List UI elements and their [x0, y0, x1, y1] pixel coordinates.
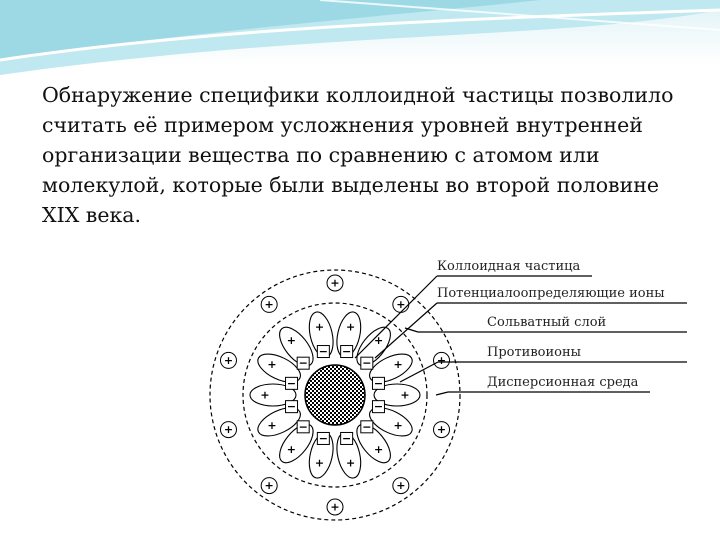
petal-plus-mark: +	[374, 443, 383, 456]
counter-ion-plus: +	[396, 298, 405, 311]
potential-ion-box	[296, 356, 310, 370]
potential-ion-minus: −	[362, 357, 371, 370]
counter-ion-plus: +	[330, 277, 339, 290]
colloid-particle-diagram: ++++++++++++++−−−−−−−−−−−−++++++++++Колл…	[209, 259, 687, 521]
petal-plus-mark: +	[346, 457, 355, 470]
petal-plus-mark: +	[393, 419, 402, 432]
potential-ion-minus: −	[287, 400, 296, 413]
potential-ion-minus: −	[319, 432, 328, 445]
counter-ion-circle	[433, 421, 451, 439]
potential-ion-box	[296, 420, 310, 434]
legend-label: Дисперсионная среда	[487, 375, 639, 390]
solvate-ellipse	[356, 326, 391, 367]
counter-ion-circle	[260, 477, 278, 495]
petal-plus-mark: +	[287, 443, 296, 456]
solvate-ring	[242, 302, 428, 488]
counter-ion-plus: +	[224, 354, 233, 367]
petal-plus-mark: +	[267, 358, 276, 371]
petal-plus-mark: +	[267, 419, 276, 432]
counter-ion-plus: +	[265, 298, 274, 311]
potential-ion-minus: −	[299, 357, 308, 370]
counter-ion-circle	[326, 274, 344, 292]
potential-ion-box	[360, 420, 374, 434]
legend-label: Потенциалоопределяющие ионы	[437, 286, 665, 301]
petal-plus-mark: +	[315, 320, 324, 333]
petal-plus-mark: +	[400, 389, 409, 402]
potential-ion-box	[316, 345, 330, 359]
counter-ion-circle	[219, 351, 237, 369]
counter-ion-circle	[433, 351, 451, 369]
solvate-ellipse	[257, 407, 301, 437]
potential-ion-minus: −	[342, 432, 351, 445]
petal-plus-mark: +	[393, 358, 402, 371]
potential-ion-box	[340, 431, 354, 445]
potential-ion-minus: −	[287, 377, 296, 390]
solvate-ellipse	[373, 383, 421, 407]
outer-dispersion-ring	[209, 269, 461, 521]
legend-leader-line	[354, 275, 438, 359]
potential-ion-box	[371, 376, 385, 390]
legend-label: Коллоидная частица	[437, 259, 580, 274]
petal-plus-mark: +	[346, 320, 355, 333]
potential-ion-box	[360, 356, 374, 370]
potential-ion-minus: −	[374, 400, 383, 413]
potential-ion-minus: −	[362, 420, 371, 433]
decorative-wave	[0, 0, 720, 75]
counter-ion-plus: +	[330, 501, 339, 514]
potential-ion-minus: −	[299, 420, 308, 433]
counter-ion-plus: +	[437, 354, 446, 367]
solvate-ellipse	[356, 423, 391, 464]
solvate-ellipse	[279, 326, 314, 367]
body-paragraph: Обнаружение специфики коллоидной частицы…	[42, 83, 674, 227]
solvate-ellipse	[369, 407, 413, 437]
petal-plus-mark: +	[260, 389, 269, 402]
solvate-ellipse	[279, 423, 314, 464]
potential-ion-box	[340, 345, 354, 359]
legend-leader-line	[435, 391, 449, 396]
potential-ion-box	[316, 431, 330, 445]
counter-ion-plus: +	[265, 479, 274, 492]
colloid-core	[304, 364, 366, 426]
potential-ion-box	[285, 376, 299, 390]
petal-plus-mark: +	[374, 334, 383, 347]
legend-label: Противоионы	[487, 345, 581, 360]
counter-ion-plus: +	[437, 423, 446, 436]
solvate-ellipse	[369, 353, 413, 383]
potential-ion-minus: −	[319, 345, 328, 358]
counter-ion-circle	[392, 477, 410, 495]
solvate-ellipse	[257, 353, 301, 383]
potential-ion-minus: −	[342, 345, 351, 358]
counter-ion-circle	[219, 421, 237, 439]
potential-ion-minus: −	[374, 377, 383, 390]
legend-label: Сольватный слой	[487, 315, 606, 330]
legend-leader-line	[374, 302, 438, 359]
potential-ion-box	[371, 400, 385, 414]
solvate-ellipse	[249, 383, 297, 407]
counter-ion-plus: +	[224, 423, 233, 436]
petal-plus-mark: +	[315, 457, 324, 470]
counter-ion-circle	[326, 498, 344, 516]
legend-leader-line	[399, 361, 439, 383]
potential-ion-box	[285, 400, 299, 414]
counter-ion-circle	[260, 295, 278, 313]
petal-plus-mark: +	[287, 334, 296, 347]
counter-ion-plus: +	[396, 479, 405, 492]
legend-leader-line	[404, 327, 419, 333]
